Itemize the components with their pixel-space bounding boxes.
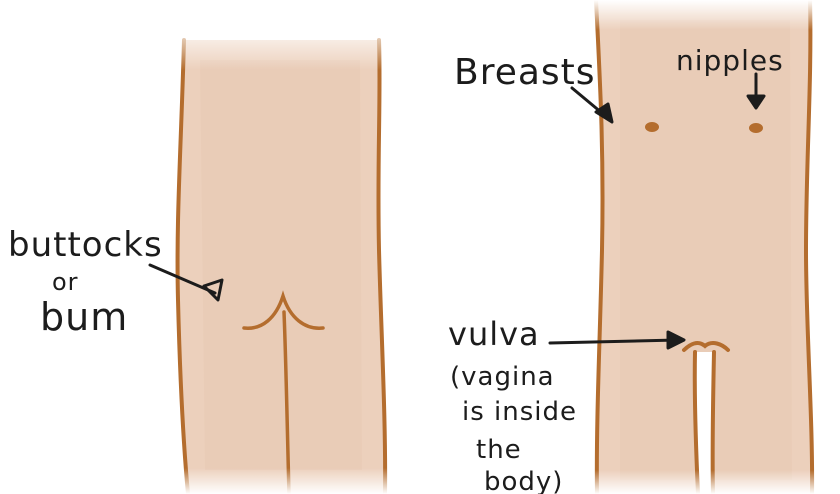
label-vulva: vulva: [448, 315, 540, 353]
label-nipples: nipples: [676, 44, 784, 77]
label-or: or: [52, 268, 79, 296]
left-nipple: [645, 122, 659, 132]
label-vagina-note-1: (vagina: [450, 362, 555, 392]
label-breasts: Breasts: [454, 52, 596, 93]
label-vagina-note-2: is inside: [462, 397, 577, 427]
label-vagina-note-3: the: [476, 435, 522, 465]
label-buttocks: buttocks: [8, 225, 163, 265]
back-shading: [200, 60, 362, 470]
back-view-figure: [170, 20, 400, 494]
label-vagina-note-4: body): [484, 467, 563, 494]
label-bum: bum: [40, 295, 128, 339]
right-nipple: [749, 123, 763, 133]
